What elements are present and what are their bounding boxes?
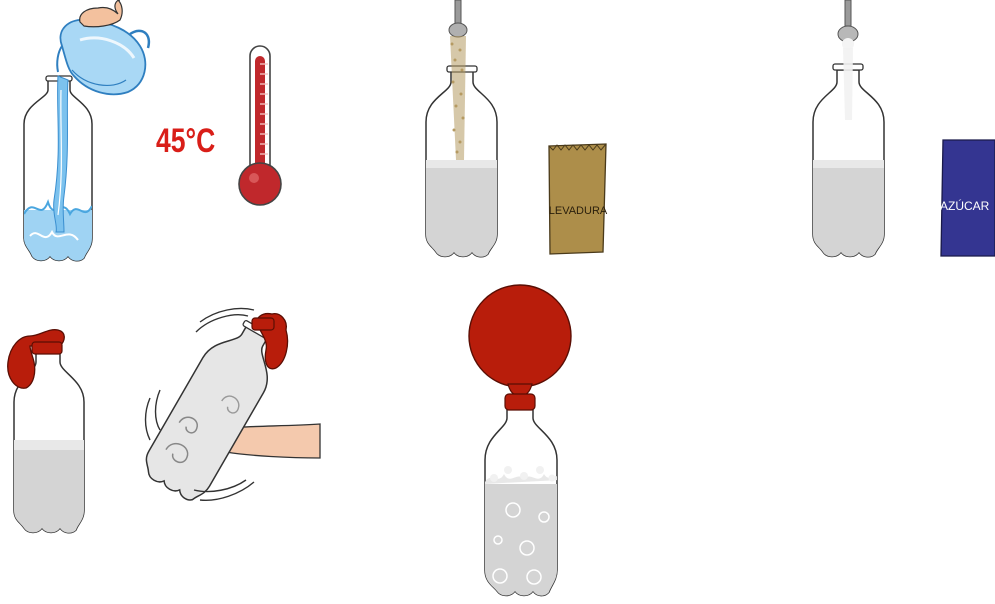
- panel-inflated-balloon: [468, 284, 572, 597]
- deflated-balloon-icon: [7, 329, 65, 389]
- motion-lines-icon: [144, 307, 255, 501]
- arm-icon: [225, 423, 321, 459]
- panel-add-sugar: AZÚCAR: [812, 0, 995, 258]
- panel-balloon-on-bottle: [7, 329, 85, 534]
- pitcher-icon: [56, 18, 151, 96]
- yeast-bag-label: LEVADURA: [549, 205, 608, 217]
- yeast-grains-icon: [450, 36, 466, 160]
- inflated-balloon-icon: [468, 284, 572, 411]
- sugar-grains-icon: [843, 48, 853, 120]
- yeast-bag: LEVADURA: [548, 143, 608, 255]
- sugar-bag: AZÚCAR: [940, 139, 995, 257]
- water-stream-icon: [53, 75, 69, 233]
- hand-icon: [79, 0, 123, 28]
- bottle-icon: [425, 65, 498, 258]
- bottle-icon: [484, 407, 558, 597]
- bottle-icon: [812, 63, 885, 258]
- spoon-icon: [837, 0, 859, 50]
- sugar-bag-label: AZÚCAR: [940, 198, 990, 213]
- panel-shake-bottle: [144, 307, 321, 501]
- panel-add-yeast: LEVADURA: [425, 0, 608, 258]
- panel-pour-water: [23, 0, 151, 262]
- deflated-balloon-icon: [251, 312, 289, 370]
- spoon-icon: [448, 0, 468, 38]
- bottle-icon: [13, 351, 85, 534]
- thermometer-icon: [238, 45, 282, 206]
- temperature-label: 45°C: [156, 122, 216, 160]
